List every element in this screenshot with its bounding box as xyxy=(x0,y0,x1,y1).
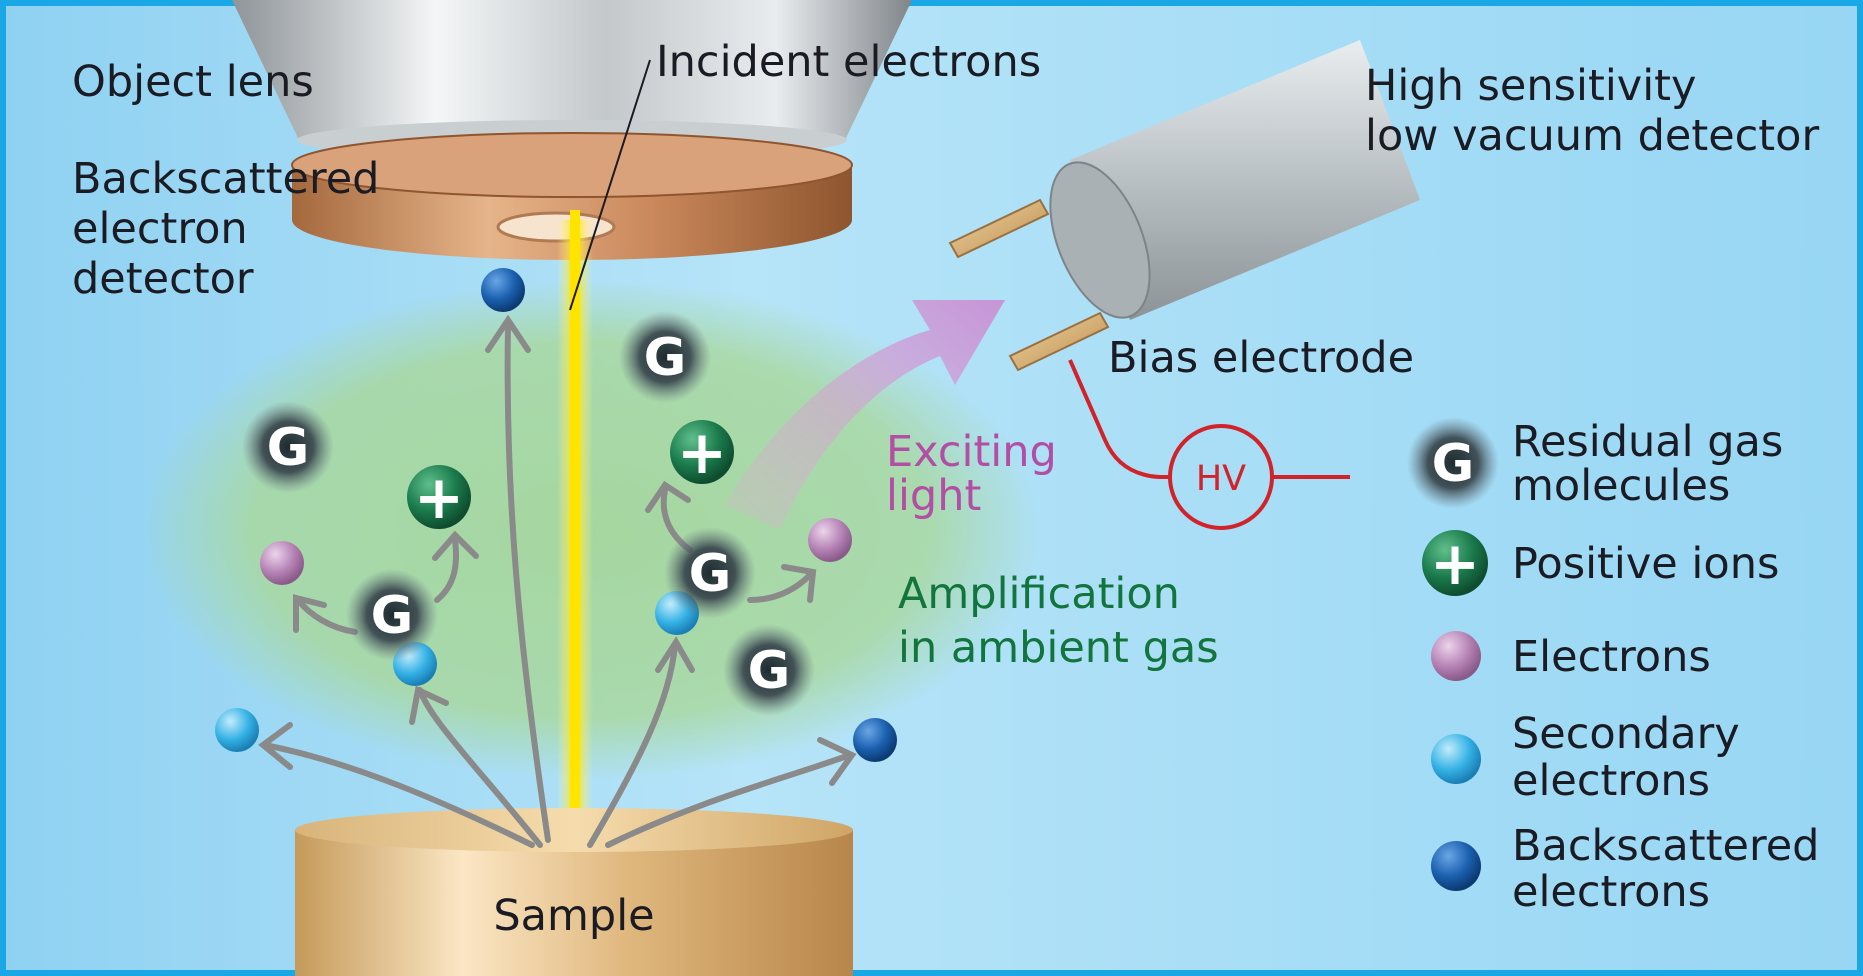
arrowhead xyxy=(645,480,691,513)
arrowhead xyxy=(485,314,531,353)
arrowhead xyxy=(409,685,449,725)
incident-electrons-label: Incident electrons xyxy=(656,37,1041,87)
legend-label-secondary-1: Secondary xyxy=(1512,709,1740,759)
arrowhead xyxy=(293,594,327,633)
arrowhead xyxy=(432,530,479,561)
backscattered-electron xyxy=(481,268,525,312)
exciting-light-label-1: Exciting xyxy=(886,427,1057,477)
exciting-light-label-2: light xyxy=(886,471,981,521)
object-lens-label: Object lens xyxy=(72,57,314,107)
gas-molecule: G xyxy=(346,569,438,661)
incident-electrons-leader xyxy=(569,59,651,311)
trajectory-bse-right xyxy=(605,752,853,848)
legend-label-gas-2: molecules xyxy=(1512,461,1730,511)
secondary-electron-icon xyxy=(1431,734,1481,784)
trajectory-bse-up xyxy=(504,322,551,843)
legend-label-backscattered-2: electrons xyxy=(1512,867,1710,917)
gas-molecule-symbol: G xyxy=(748,641,791,701)
legend-label-secondary-2: electrons xyxy=(1512,756,1710,806)
legend-label-electron: Electrons xyxy=(1512,632,1711,682)
arrowhead xyxy=(655,636,695,673)
hs-detector-label-1: High sensitivity xyxy=(1365,61,1696,111)
sample-cylinder xyxy=(295,808,853,976)
backscattered-electron xyxy=(853,718,897,762)
bse-detector-label-2: electron xyxy=(72,204,248,254)
arrowhead xyxy=(781,564,817,603)
gas-molecule-symbol: G xyxy=(689,544,732,604)
electron-icon xyxy=(1431,631,1481,681)
exciting-light-arrow xyxy=(725,300,1005,530)
gas-molecule: G xyxy=(242,401,334,493)
gas-molecule: G xyxy=(723,624,815,716)
legend-item-gas: G Residual gas molecules xyxy=(1407,417,1783,511)
electron xyxy=(260,541,304,585)
positive-ion-icon xyxy=(1422,530,1488,596)
legend-label-backscattered-1: Backscattered xyxy=(1512,821,1819,871)
backscattered-electron-icon xyxy=(1431,841,1481,891)
legend-item-secondary: Secondary electrons xyxy=(1431,709,1740,806)
bias-electrode-label: Bias electrode xyxy=(1108,333,1414,383)
hs-detector-label-2: low vacuum detector xyxy=(1365,111,1819,161)
sample-label: Sample xyxy=(493,891,654,941)
particles: + + G G G G G xyxy=(215,268,897,762)
hv-source-icon xyxy=(1168,424,1274,530)
legend-item-backscattered: Backscattered electrons xyxy=(1431,821,1819,917)
trajectory-electron-2 xyxy=(747,572,813,603)
legend-label-ion: Positive ions xyxy=(1512,539,1779,589)
legend-label-gas-1: Residual gas xyxy=(1512,417,1783,467)
gas-molecule-icon xyxy=(1407,417,1499,509)
gas-molecule-symbol: G xyxy=(644,328,687,388)
bias-electrode-plates xyxy=(948,198,1110,372)
trajectory-se-right xyxy=(587,642,678,848)
positive-ion: + xyxy=(407,463,471,533)
electron-beam xyxy=(570,210,580,850)
gas-molecule-symbol: G xyxy=(267,418,310,478)
electron xyxy=(808,518,852,562)
gas-molecule-symbol: G xyxy=(1432,434,1475,494)
hv-label: HV xyxy=(1196,459,1246,499)
bse-detector-label-1: Backscattered xyxy=(72,154,379,204)
positive-ion-symbol: + xyxy=(677,418,727,488)
trajectory-se-far-left xyxy=(262,742,535,848)
gas-molecule: G xyxy=(619,311,711,403)
high-sensitivity-detector xyxy=(1049,40,1420,320)
positive-ion-symbol: + xyxy=(1430,529,1480,599)
legend-item-electron: Electrons xyxy=(1431,631,1711,682)
trajectory-electron-1 xyxy=(295,597,358,635)
hv-circuit: HV xyxy=(1068,359,1350,530)
trajectory-arrows xyxy=(258,314,857,848)
arrowhead xyxy=(817,737,857,786)
trajectory-se-left xyxy=(417,687,543,848)
positive-ion: + xyxy=(670,418,734,488)
amplification-label-1: Amplification xyxy=(898,569,1180,619)
gas-molecule: G xyxy=(664,527,756,619)
arrowhead xyxy=(258,722,293,770)
positive-ion-symbol: + xyxy=(414,463,464,533)
legend-item-ion: + Positive ions xyxy=(1422,529,1779,599)
legend: G Residual gas molecules + Positive ions… xyxy=(1407,417,1819,917)
secondary-electron xyxy=(215,708,259,752)
amplification-label-2: in ambient gas xyxy=(898,623,1219,673)
gas-molecule-symbol: G xyxy=(371,586,414,646)
bse-detector-label-3: detector xyxy=(72,254,254,304)
trajectory-ion-1 xyxy=(434,537,460,603)
